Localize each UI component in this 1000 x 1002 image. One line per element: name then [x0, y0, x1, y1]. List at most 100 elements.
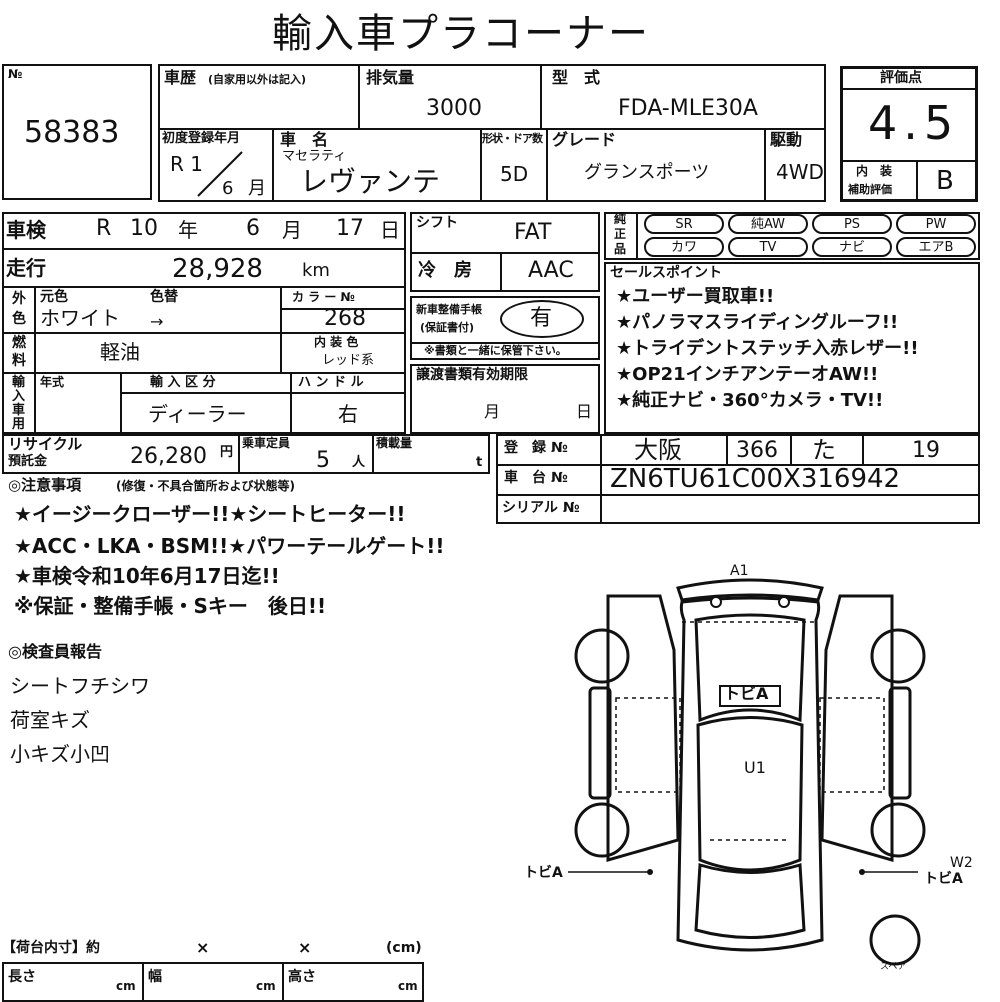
grade-value: グランスポーツ [584, 162, 710, 183]
sales-point-2: ★パノラマスライディングルーフ!! [616, 312, 899, 333]
interior-score-label-2: 補助評価 [848, 183, 892, 196]
sales-point-5: ★純正ナビ・360°カメラ・TV!! [616, 390, 884, 411]
lot-box [2, 64, 152, 200]
first-reg-era: R 1 [170, 152, 203, 176]
color-code-value: 268 [324, 306, 366, 331]
inspection-era: R [96, 216, 112, 241]
import-side-4: 用 [12, 417, 26, 432]
equipment-leather: カワ [644, 237, 724, 257]
registration-number: 19 [912, 438, 940, 463]
cargo-label: 【荷台内寸】約 [2, 940, 100, 956]
mileage-value: 28,928 [172, 254, 263, 284]
capacity-unit: 人 [352, 455, 366, 470]
transfer-label: 譲渡書類有効期限 [416, 367, 528, 383]
equipment-tv: TV [728, 237, 808, 257]
history-label: 車歴 [164, 68, 197, 87]
inspection-day-unit: 日 [380, 218, 400, 242]
equipment-box [604, 212, 980, 260]
registration-kana: た [812, 436, 836, 464]
registration-region: 大阪 [634, 436, 682, 464]
mileage-label: 走行 [6, 256, 46, 280]
first-reg-month: 6 [222, 178, 234, 199]
first-reg-slash [197, 151, 243, 197]
sales-point-1: ★ユーザー買取車!! [616, 286, 775, 307]
interior-color-value: レッド系 [322, 353, 375, 368]
diagram-right-side: トビA [924, 871, 963, 887]
inspector-line-2: 荷室キズ [10, 708, 90, 732]
notes-label: ◎注意事項 [8, 476, 82, 494]
car-damage-diagram [568, 578, 926, 966]
mileage-unit: km [302, 260, 330, 281]
inspector-line-3: 小キズ小凹 [10, 742, 110, 766]
registration-label: 登 録 № [504, 440, 568, 456]
color-arrow: → [150, 312, 164, 331]
recycle-box [2, 434, 490, 474]
equipment-pw: PW [896, 214, 976, 234]
car-name-label: 車 名 [280, 130, 329, 149]
orig-color-value: ホワイト [40, 306, 120, 330]
spec-grid [2, 212, 406, 434]
note-line-3: ★車検令和10年6月17日迄!! [14, 564, 280, 588]
lot-number: 58383 [24, 115, 120, 150]
grade-label: グレード [552, 130, 617, 149]
equipment-label-2: 正 [614, 227, 627, 241]
transfer-month-unit: 月 [484, 402, 501, 421]
score-box [840, 66, 978, 202]
orig-color-label: 元色 [40, 289, 68, 305]
first-reg-month-unit: 月 [248, 178, 266, 199]
inspection-month: 6 [246, 216, 260, 241]
history-note: (自家用以外は記入) [208, 73, 307, 86]
registration-class: 366 [736, 438, 778, 463]
drive-label: 駆動 [770, 130, 803, 149]
equipment-navi: ナビ [812, 237, 892, 257]
import-year-label: 年式 [40, 375, 65, 389]
model-code-value: FDA-MLE30A [618, 96, 758, 121]
note-line-4: ※保証・整備手帳・Sキー 後日!! [14, 594, 327, 618]
import-class-value: ディーラー [148, 402, 247, 426]
sales-point-3: ★トライデントステッチ入赤レザー!! [616, 338, 919, 359]
cargo-box [2, 962, 424, 1002]
change-color-label: 色替 [150, 289, 178, 305]
service-book-label-1: 新車整備手帳 [416, 303, 482, 316]
sales-points-box [604, 262, 980, 434]
diagram-w2: W2 [950, 855, 973, 871]
import-side-3: 車 [12, 403, 26, 418]
import-side-2: 入 [12, 389, 26, 404]
doors-value: 5D [500, 162, 529, 186]
equipment-airbag: エアB [896, 237, 976, 257]
shift-label: シフト [416, 215, 458, 231]
handle-value: 右 [338, 402, 358, 426]
fuel-label-1: 燃 [12, 335, 26, 351]
inspection-label: 車検 [6, 218, 46, 242]
ac-value: AAC [528, 258, 574, 283]
drive-value: 4WD [776, 160, 824, 184]
vin-value: ZN6TU61C00X316942 [610, 464, 901, 494]
import-side-1: 輸 [12, 375, 26, 390]
cargo-length-unit: cm [116, 979, 136, 993]
score-label: 評価点 [880, 70, 922, 86]
sales-point-4: ★OP21インチアンテーオAW!! [616, 364, 879, 385]
capacity-value: 5 [316, 448, 330, 473]
lot-label: № [8, 67, 23, 81]
model-code-label: 型 式 [552, 68, 601, 87]
cargo-width-label: 幅 [148, 969, 162, 985]
color-code-label: カ ラ ー № [292, 290, 355, 304]
page-title: 輸入車プラコーナー [272, 11, 650, 57]
cargo-height-label: 高さ [288, 969, 316, 985]
diagram-a1: A1 [730, 563, 749, 579]
fuel-value: 軽油 [100, 340, 140, 364]
inspection-year: 10 [130, 216, 158, 241]
handle-label: ハ ン ド ル [298, 375, 364, 390]
service-book-label-2: (保証書付) [420, 321, 475, 334]
vehicle-info-grid [158, 64, 826, 202]
ac-label: 冷 房 [418, 260, 472, 281]
note-line-2: ★ACC・LKA・BSM!!★パワーテールゲート!! [14, 534, 445, 558]
cargo-x2: × [298, 938, 312, 957]
score-value: 4.5 [868, 96, 960, 150]
service-book-box [410, 296, 600, 360]
recycle-value: 26,280 [130, 444, 207, 469]
load-label: 積載量 [376, 436, 413, 450]
interior-color-label: 内 装 色 [314, 335, 359, 349]
service-book-value: 有 [530, 306, 553, 331]
equipment-aw: 純AW [728, 214, 808, 234]
